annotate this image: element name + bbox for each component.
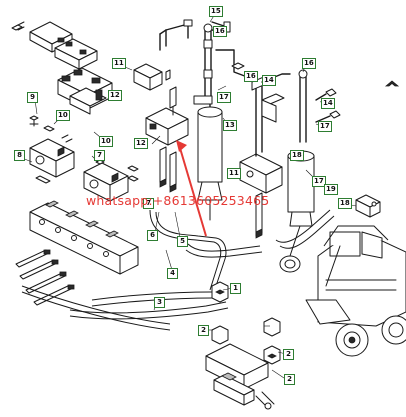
callout-17: 17: [318, 121, 332, 132]
callout-4: 4: [167, 268, 178, 279]
callout-12: 12: [134, 138, 148, 149]
cylinder-centre: [197, 106, 223, 221]
bracket-assembly-bottom: [205, 281, 281, 410]
callout-9: 9: [27, 92, 38, 103]
callout-5: 5: [177, 236, 188, 247]
upper-valve: [133, 63, 177, 116]
callout-7: 7: [143, 198, 154, 209]
central-valve-block: [145, 107, 189, 193]
callout-11: 11: [227, 168, 241, 179]
callout-10: 10: [99, 136, 113, 147]
valve-stack-top-left: [11, 21, 98, 70]
valve-cluster-centre-left: [57, 67, 113, 115]
callout-18: 18: [338, 198, 352, 209]
callout-11: 11: [112, 58, 126, 69]
solenoid-valve-centre: [83, 159, 139, 202]
callout-16: 16: [244, 71, 258, 82]
callout-7: 7: [94, 150, 105, 161]
watermark-text: whatsapp:+8613605253465: [86, 193, 270, 208]
callout-17: 17: [217, 92, 231, 103]
callout-13: 13: [223, 120, 237, 131]
callout-16: 16: [302, 58, 316, 69]
callout-1: 1: [230, 283, 241, 294]
callout-14: 14: [321, 98, 335, 109]
callout-16: 16: [213, 26, 227, 37]
hose-runs: [21, 209, 335, 331]
callout-10: 10: [56, 110, 70, 121]
pointer-arrow: [176, 140, 207, 237]
right-valve-block: [239, 153, 283, 239]
callout-3: 3: [154, 297, 165, 308]
direction-chevron-icon: [384, 80, 400, 87]
callout-19: 19: [324, 184, 338, 195]
callout-2: 2: [283, 349, 294, 360]
callout-14: 14: [262, 75, 276, 86]
callout-15: 15: [209, 6, 223, 17]
callout-18: 18: [290, 150, 304, 161]
cartridges-left: [15, 249, 75, 306]
callout-17: 17: [312, 176, 326, 187]
machine-outline: [305, 225, 406, 357]
callout-6: 6: [147, 230, 158, 241]
main-manifold: [29, 200, 139, 275]
valve-right-18: [355, 194, 381, 218]
callout-12: 12: [108, 90, 122, 101]
callout-2: 2: [198, 325, 209, 336]
solenoid-valve-left: [29, 115, 75, 184]
callout-8: 8: [14, 150, 25, 161]
callout-2: 2: [284, 374, 295, 385]
